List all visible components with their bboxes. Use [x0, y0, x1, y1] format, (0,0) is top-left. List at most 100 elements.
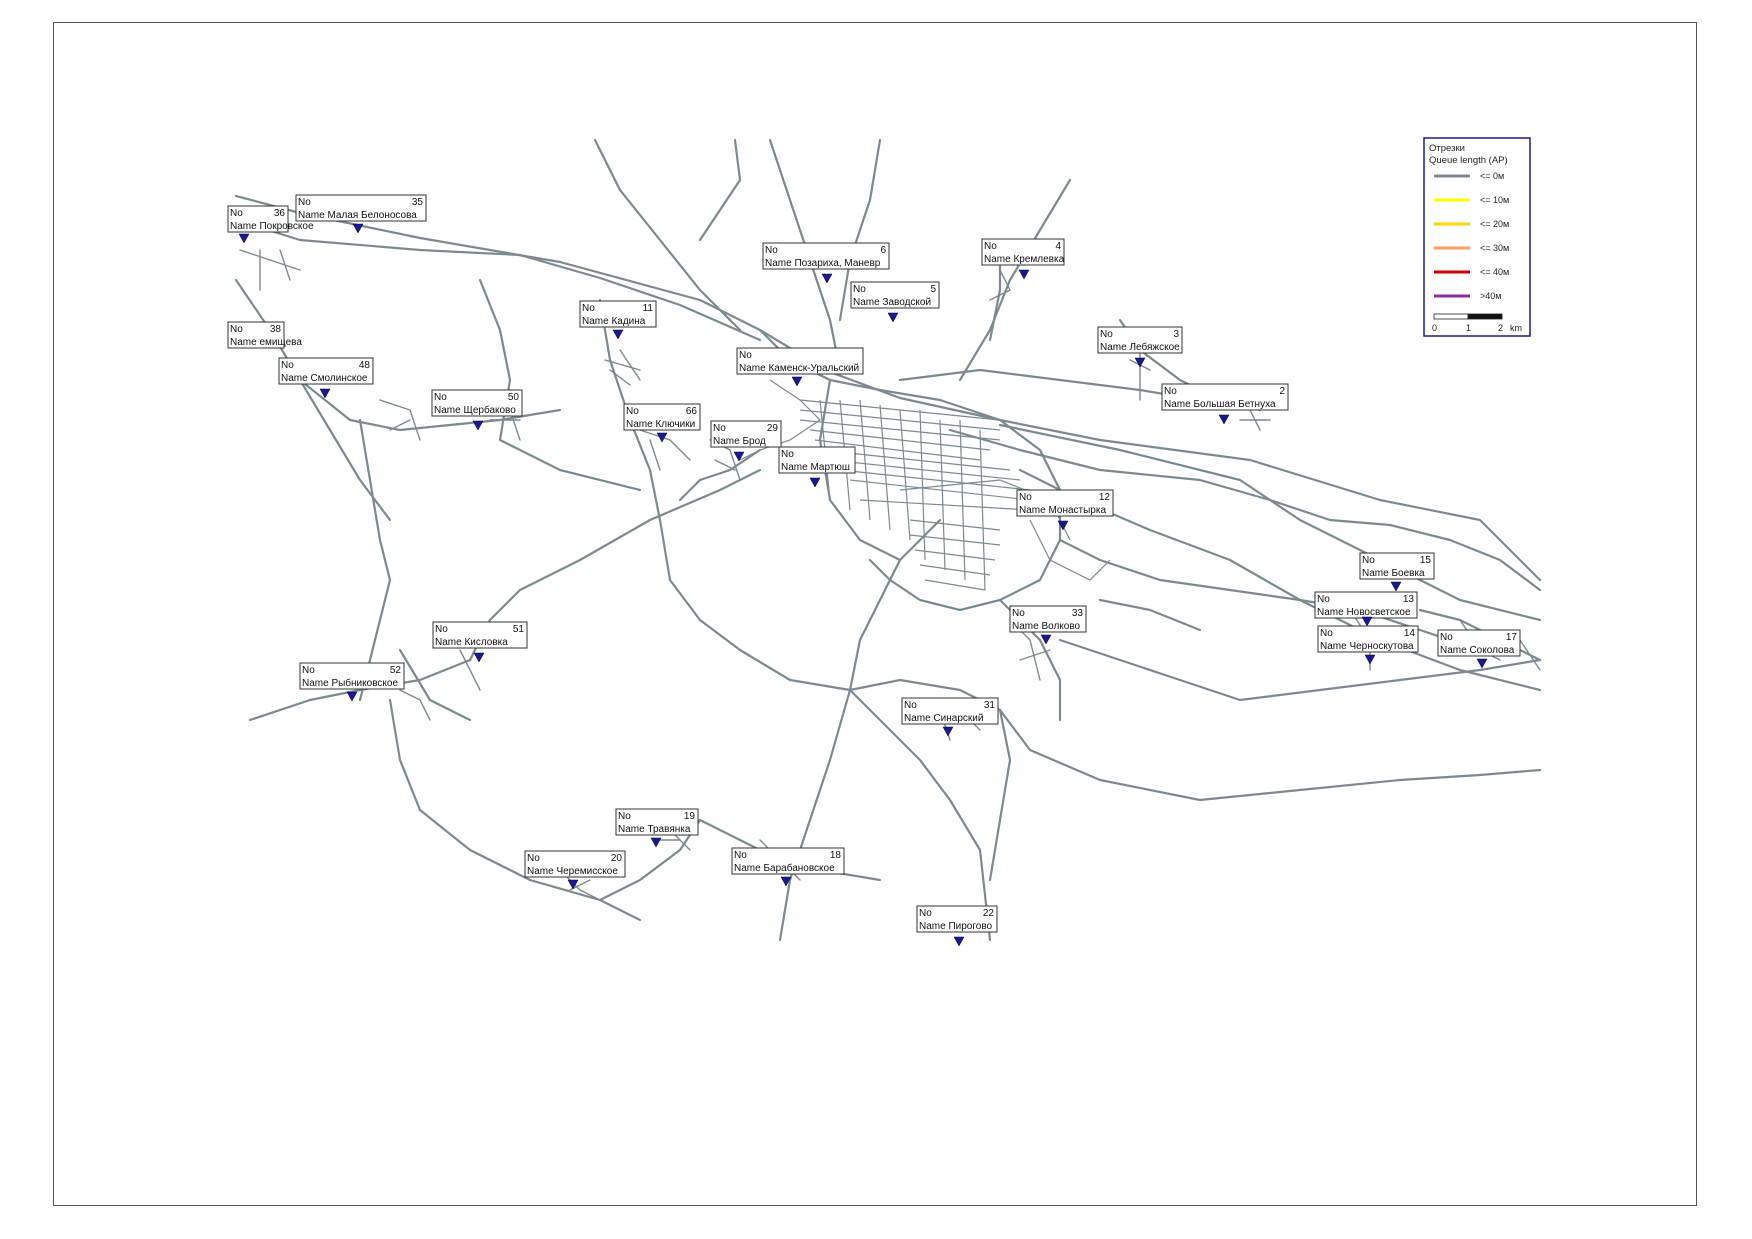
zone-name: Name Боевка: [1362, 568, 1425, 579]
zone-marker-icon: [1057, 520, 1069, 531]
zone-marker-icon: [238, 233, 250, 244]
zone-number: 33: [1072, 608, 1084, 619]
zone-name: Name Синарский: [904, 713, 983, 724]
zone-marker-icon: [821, 273, 833, 284]
zone-number: 36: [274, 208, 286, 219]
zone-name: Name Пирогово: [919, 921, 993, 932]
zone-name: Name Травянка: [618, 824, 691, 835]
zone-marker-icon: [1218, 414, 1230, 425]
zone-marker-icon: [780, 876, 792, 887]
zone-marker-icon: [887, 312, 899, 323]
zone-name: Name Кремлевка: [984, 254, 1065, 265]
zone-label-box: [1314, 591, 1418, 619]
zone-marker-icon: [319, 388, 331, 399]
zone-name: Name Волково: [1012, 621, 1081, 632]
zone-marker-icon: [791, 376, 803, 387]
scale-tick-0: 0: [1432, 323, 1437, 333]
zone-number: 2: [1279, 386, 1285, 397]
zone-marker-icon: [1364, 654, 1376, 665]
zone-marker-icon: [1476, 658, 1488, 669]
zone-label-box: [778, 446, 856, 474]
zone-name: Name Позариха, Маневр: [765, 258, 881, 269]
zone-label-box: [850, 281, 940, 309]
zone-number: 31: [984, 700, 996, 711]
zone-name: Name Большая Бетнуха: [1164, 399, 1276, 410]
scale-tick-1: 1: [1466, 323, 1471, 333]
zone-name: Name Кадина: [582, 316, 646, 327]
zone-no-prefix: No: [435, 624, 448, 635]
zone-label-box: [524, 850, 626, 878]
zone-no-prefix: No: [781, 449, 794, 460]
zone-no-prefix: No: [1362, 555, 1375, 566]
zone-label-box: [615, 808, 699, 836]
zone-marker-icon: [473, 652, 485, 663]
zone-label-box: [1359, 552, 1435, 580]
zone-no-prefix: No: [984, 241, 997, 252]
road-network: [234, 138, 1542, 942]
zone-no-prefix: No: [1100, 329, 1113, 340]
zone-name: Name Рыбниковское: [302, 677, 398, 689]
legend-subtitle: Queue length (AP): [1429, 155, 1508, 166]
zone-label-box: [227, 321, 285, 349]
zone-name: Name Заводской: [853, 297, 931, 308]
zone-no-prefix: No: [904, 700, 917, 711]
zone-label-box: [579, 300, 657, 328]
legend-entry-label: >40м: [1480, 291, 1501, 301]
legend-entry-label: <= 20м: [1480, 219, 1509, 229]
zone-no-prefix: No: [298, 197, 311, 208]
zone-no-prefix: No: [1019, 492, 1032, 503]
zone-label-box: [1016, 489, 1114, 517]
zone-label-box: [731, 847, 845, 875]
zone-label-box: [916, 905, 998, 933]
scale-unit: km: [1510, 323, 1522, 333]
zone-number: 6: [880, 245, 886, 256]
zone-no-prefix: No: [230, 208, 243, 219]
zone-label-box: [1097, 326, 1183, 354]
zone-no-prefix: No: [734, 850, 747, 861]
zone-label-box: [299, 662, 405, 690]
zone-no-prefix: No: [527, 853, 540, 864]
zone-number: 48: [359, 360, 371, 371]
zone-number: 29: [767, 423, 779, 434]
zone-number: 11: [643, 303, 654, 314]
zone-name: Name Соколова: [1440, 645, 1515, 656]
zone-label-box: [227, 205, 289, 233]
zone-name: Name Покровское: [230, 221, 314, 232]
zone-label-box: [431, 389, 523, 417]
zone-marker-icon: [1018, 269, 1030, 280]
zone-marker-icon: [1134, 357, 1146, 368]
zone-number: 19: [684, 811, 696, 822]
zone-name: Name Смолинское: [281, 373, 368, 384]
zone-name: Name Монастырка: [1019, 505, 1106, 516]
